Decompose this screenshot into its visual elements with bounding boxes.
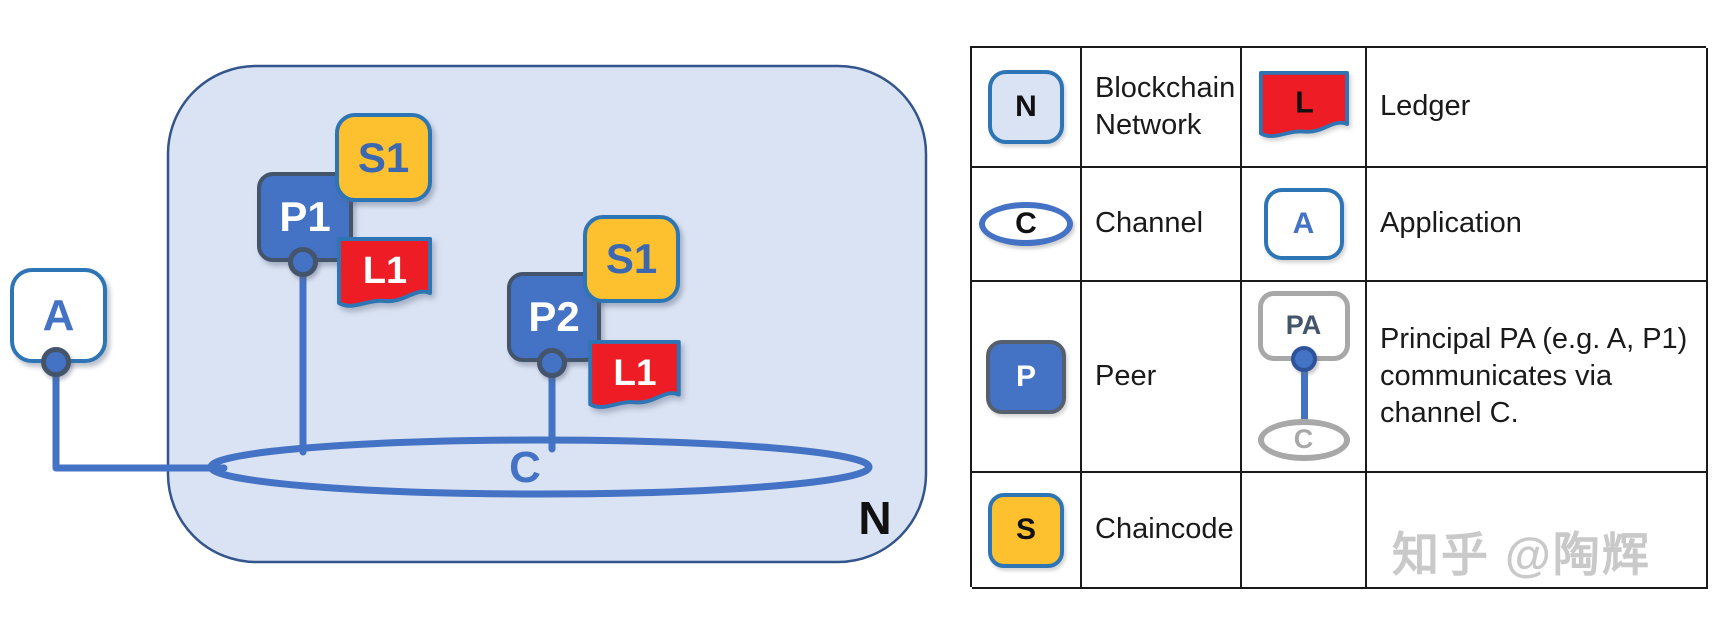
peer-icon-letter: P: [1015, 359, 1036, 393]
principal-icon-letters: PA: [1285, 310, 1322, 340]
legend-cell-ledger-icon: L: [1242, 48, 1367, 168]
legend-cell-channel-desc: Channel: [1082, 168, 1242, 282]
peer-desc: Peer: [1095, 359, 1157, 392]
principal-channel-ellipse: C: [1257, 418, 1350, 461]
principal-communication-icon: PA C: [1256, 290, 1352, 463]
principal-desc-line2: communicates via: [1380, 359, 1613, 392]
channel-icon-letter: C: [1015, 207, 1037, 240]
peer1-port-circle: [288, 247, 318, 277]
peer-icon: P: [986, 339, 1066, 414]
chaincode-icon-letter: S: [1015, 513, 1036, 546]
principal-connector-line: [1300, 370, 1308, 423]
legend-cell-channel-icon: C: [972, 168, 1082, 282]
network-desc: Blockchain Network: [1095, 71, 1236, 141]
legend-cell-peer-desc: Peer: [1082, 282, 1242, 473]
chaincode1-node: S1: [335, 113, 432, 202]
principal-desc: Principal PA (e.g. A, P1) communicates v…: [1380, 321, 1687, 432]
principal-port-circle: [1290, 345, 1317, 372]
network-icon: N: [988, 70, 1064, 144]
ledger1-label: L1: [363, 250, 407, 292]
peer1-label: P1: [279, 193, 331, 240]
chaincode2-label: S1: [605, 235, 658, 282]
ledger-desc: Ledger: [1380, 90, 1471, 123]
chaincode1-label: S1: [357, 133, 410, 181]
legend-cell-principal-desc: Principal PA (e.g. A, P1) communicates v…: [1367, 282, 1708, 473]
ledger-icon: L: [1258, 71, 1349, 139]
channel-label: C: [509, 443, 541, 492]
principal-channel-letter: C: [1293, 424, 1314, 454]
application-desc: Application: [1380, 207, 1522, 240]
ledger2-flag-shape: [588, 340, 681, 409]
ledger2-label: L1: [613, 352, 656, 393]
diagram-base-layer: [52, 64, 928, 564]
ledger-icon-shape: [1258, 71, 1349, 139]
application-icon-letter: A: [1292, 207, 1315, 240]
chaincode2-node: S1: [583, 215, 680, 303]
application-port-circle: [41, 347, 71, 377]
channel-icon: C: [979, 202, 1073, 246]
ledger1-node: L1: [337, 237, 432, 308]
ledger-icon-letter: L: [1295, 87, 1314, 120]
ledger2-node: L1: [588, 340, 681, 409]
legend-cell-chaincode-desc: Chaincode: [1082, 473, 1242, 589]
application-icon: A: [1263, 188, 1344, 260]
legend-cell-network-icon: N: [972, 48, 1082, 168]
legend-cell-application-icon: A: [1242, 168, 1367, 282]
application-label: A: [42, 290, 75, 340]
legend-cell-network-desc: Blockchain Network: [1082, 48, 1242, 168]
network-icon-letter: N: [1015, 90, 1037, 123]
blockchain-network-diagram: A P1 S1 L1 P2 S1 L1 C N: [10, 64, 928, 564]
legend-cell-empty-icon: [1242, 473, 1367, 589]
peer2-label: P2: [528, 293, 580, 340]
zhihu-watermark: 知乎 @陶辉: [1392, 528, 1651, 581]
chaincode-desc: Chaincode: [1095, 513, 1234, 546]
legend-table: N Blockchain Network L Ledger C Channel …: [970, 46, 1708, 589]
peer2-port-circle: [537, 348, 567, 378]
legend-cell-application-desc: Application: [1367, 168, 1708, 282]
legend-cell-empty-desc: [1367, 473, 1708, 589]
legend-cell-ledger-desc: Ledger: [1367, 48, 1708, 168]
principal-desc-line3: channel C.: [1380, 397, 1519, 430]
connector-application-to-channel: [52, 368, 228, 472]
chaincode-icon: S: [988, 492, 1064, 568]
legend-cell-chaincode-icon: S: [972, 473, 1082, 589]
ledger1-flag-shape: [337, 237, 432, 308]
legend-cell-peer-icon: P: [972, 282, 1082, 473]
channel-desc: Channel: [1095, 207, 1204, 240]
channel-ellipse: [207, 436, 873, 498]
network-label: N: [858, 492, 892, 544]
principal-desc-line1: Principal PA (e.g. A, P1): [1380, 322, 1688, 355]
legend-cell-principal-icon: PA C: [1242, 282, 1367, 473]
